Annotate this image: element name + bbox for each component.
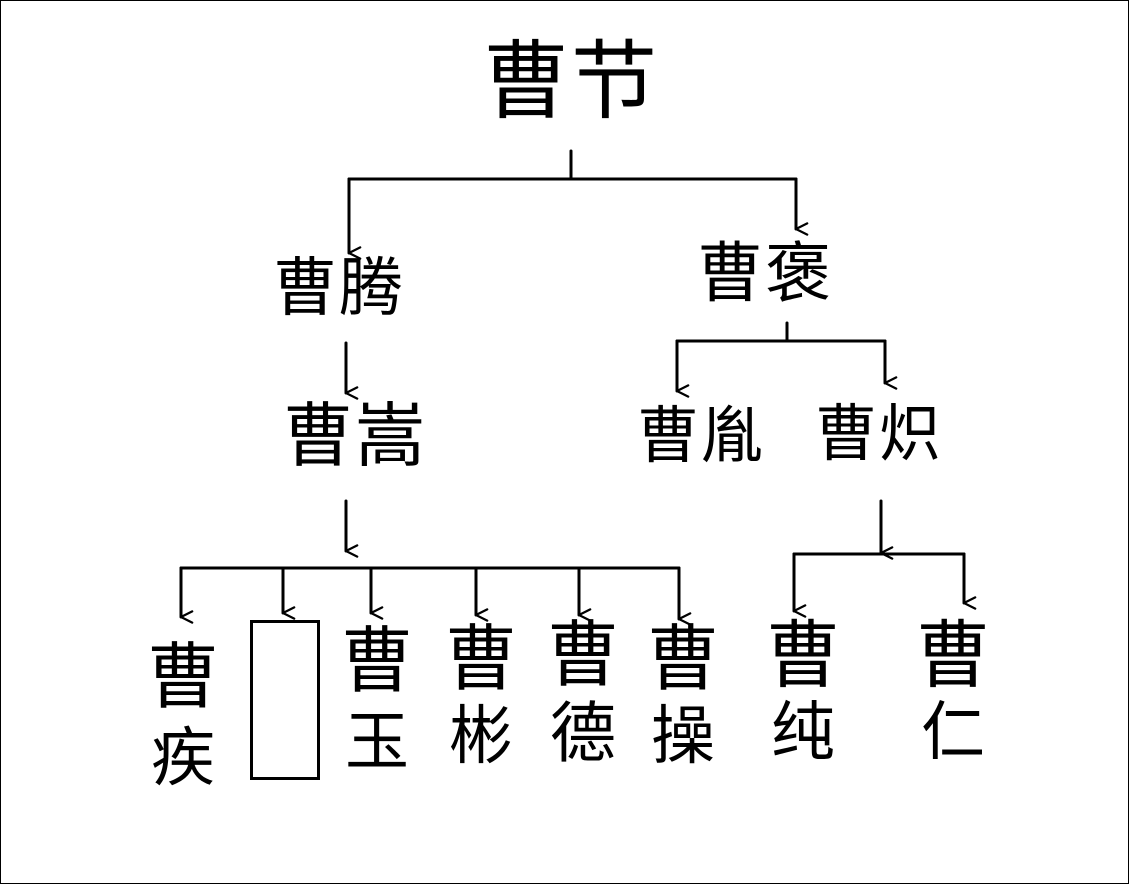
node-cao-yin: 曹胤 bbox=[637, 399, 766, 472]
leaf-given: 仁 bbox=[921, 696, 985, 770]
leaf-surname: 曹 bbox=[546, 613, 619, 697]
leaf-cao-ren: 曹 仁 bbox=[911, 619, 995, 765]
leaf-surname: 曹 bbox=[340, 619, 413, 703]
leaf-given: 纯 bbox=[771, 696, 835, 770]
leaf-given: 疾 bbox=[151, 722, 215, 796]
leaf-given: 玉 bbox=[345, 706, 409, 780]
leaf-cao-cao: 曹 操 bbox=[641, 623, 725, 769]
leaf-cao-bin: 曹 彬 bbox=[439, 623, 523, 769]
leaf-given: 彬 bbox=[449, 700, 513, 774]
leaf-surname: 曹 bbox=[444, 617, 517, 701]
node-cao-teng: 曹腾 bbox=[273, 252, 405, 326]
node-cao-jie: 曹节 bbox=[483, 32, 659, 132]
node-cao-chi: 曹炽 bbox=[815, 397, 944, 470]
leaf-surname: 曹 bbox=[646, 617, 719, 701]
leaf-cao-de: 曹 德 bbox=[541, 619, 625, 767]
leaf-cao-chun: 曹 纯 bbox=[761, 619, 845, 765]
leaf-given: 操 bbox=[651, 700, 715, 774]
leaf-surname: 曹 bbox=[916, 613, 990, 699]
leaf-surname: 曹 bbox=[146, 635, 219, 719]
blank-name-box bbox=[250, 620, 320, 780]
leaf-cao-yu: 曹 玉 bbox=[337, 625, 417, 775]
leaf-surname: 曹 bbox=[766, 613, 840, 699]
node-cao-song: 曹嵩 bbox=[283, 395, 427, 477]
node-cao-bao: 曹褒 bbox=[697, 235, 833, 312]
leaf-given: 德 bbox=[550, 695, 616, 772]
leaf-cao-ji: 曹 疾 bbox=[143, 641, 223, 791]
